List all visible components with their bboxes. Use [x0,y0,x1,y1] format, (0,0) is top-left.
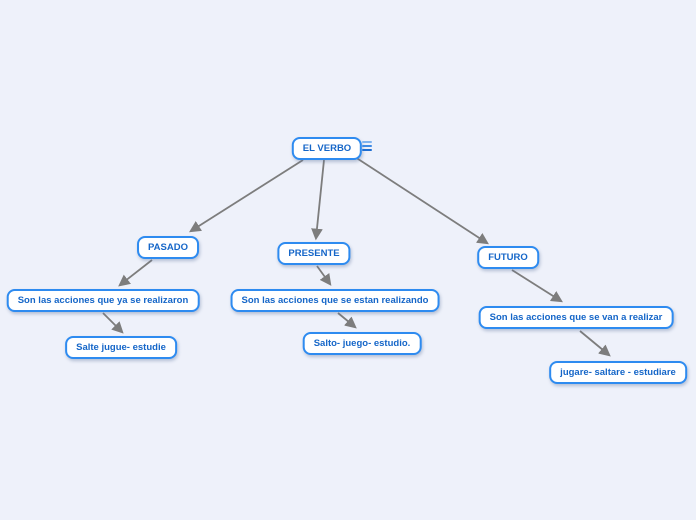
edge-elverbo-pasado[interactable] [189,159,304,233]
edge-elverbo-futuro[interactable] [354,156,489,245]
node-presente-examples[interactable]: Salto- juego- estudio. [302,332,422,356]
menu-icon-bar [362,149,372,151]
edge-futurodef-examples[interactable] [579,330,611,357]
edge-pasado-def[interactable] [118,259,153,287]
node-el-verbo[interactable]: EL VERBO [291,137,363,161]
edge-futuro-def[interactable] [511,269,563,303]
node-futuro-examples[interactable]: jugare- saltare - estudiare [549,361,687,385]
menu-icon-bar [362,141,372,143]
node-pasado-definition[interactable]: Son las acciones que ya se realizaron [6,289,200,313]
edge-elverbo-presente[interactable] [311,159,325,241]
node-presente-definition[interactable]: Son las acciones que se estan realizando [230,289,440,313]
node-presente[interactable]: PRESENTE [277,242,351,266]
node-pasado[interactable]: PASADO [137,236,199,260]
edge-pasadodef-examples[interactable] [102,312,124,334]
node-futuro-definition[interactable]: Son las acciones que se van a realizar [478,306,674,330]
edge-presentedef-examples[interactable] [337,312,357,329]
list-menu-icon[interactable] [362,141,372,151]
node-pasado-examples[interactable]: Salte jugue- estudie [65,336,177,360]
edge-presente-def[interactable] [316,265,332,286]
node-futuro[interactable]: FUTURO [477,246,539,270]
menu-icon-bar [362,145,372,147]
